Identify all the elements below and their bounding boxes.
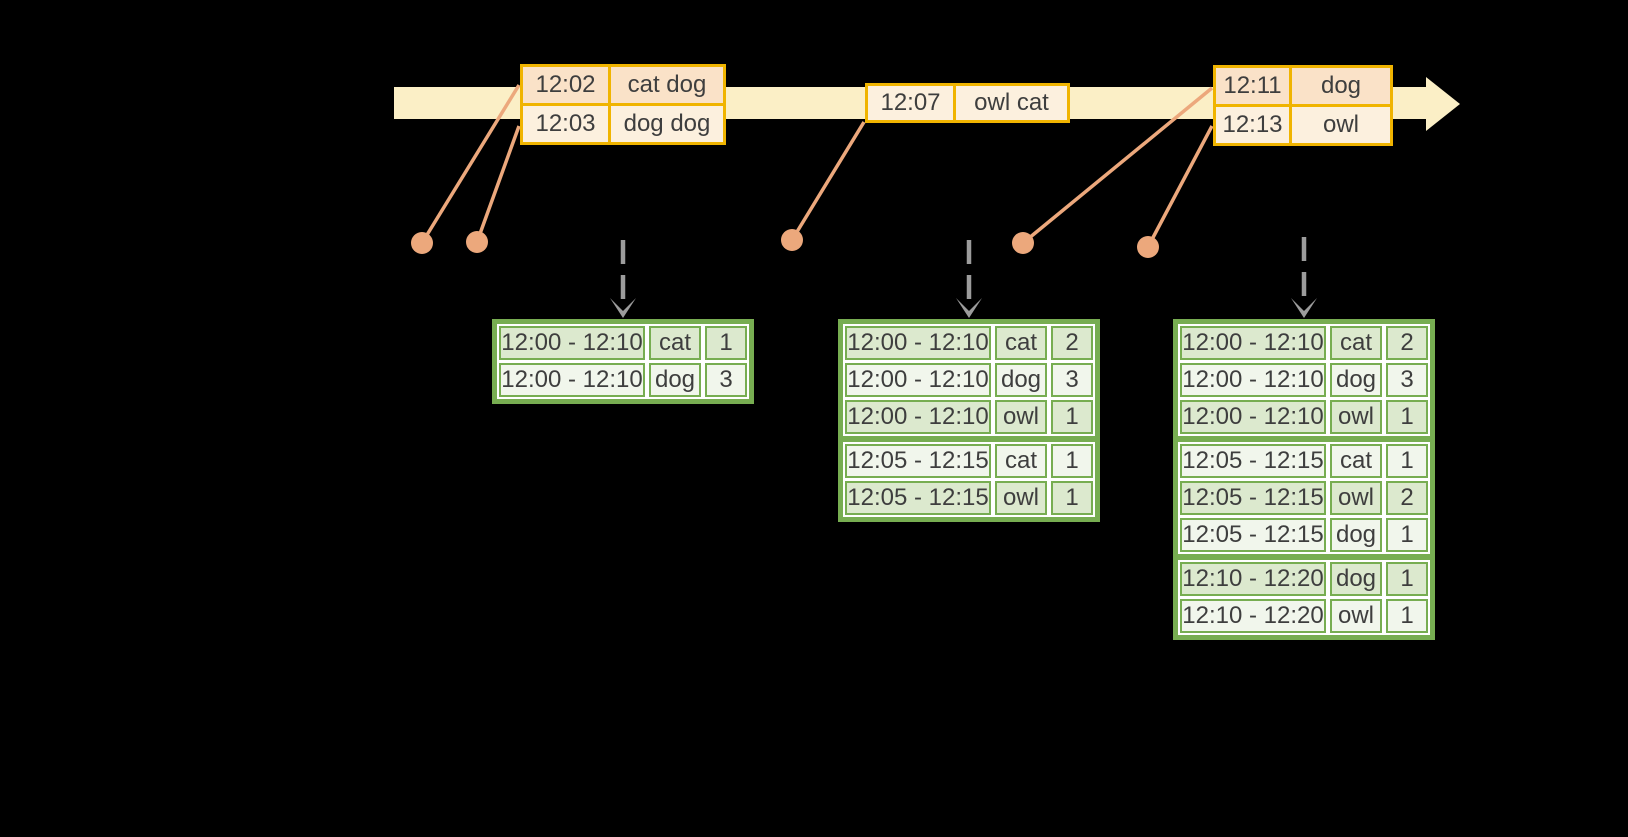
event-time-cell: 12:07 xyxy=(868,86,953,120)
window-cell: 12:00 - 12:10 xyxy=(845,363,991,397)
trigger-arrowhead-icon xyxy=(956,298,982,318)
event-time-cell: 12:02 xyxy=(523,67,608,103)
count-cell: 2 xyxy=(1051,326,1093,360)
word-cell: dog xyxy=(1330,363,1382,397)
event-connector-line xyxy=(475,125,521,243)
count-cell: 1 xyxy=(1386,518,1428,552)
window-cell: 12:00 - 12:10 xyxy=(1180,400,1326,434)
event-words-cell: cat dog xyxy=(611,67,723,103)
word-cell: owl xyxy=(995,400,1047,434)
event-dot-icon xyxy=(781,229,803,251)
event-time-cell: 12:13 xyxy=(1216,107,1289,143)
event-time-cell: 12:11 xyxy=(1216,68,1289,104)
window-cell: 12:00 - 12:10 xyxy=(845,326,991,360)
trigger-arrowhead-icon xyxy=(1291,298,1317,318)
count-cell: 1 xyxy=(1386,400,1428,434)
word-cell: cat xyxy=(995,326,1047,360)
word-cell: owl xyxy=(1330,599,1382,633)
window-cell: 12:05 - 12:15 xyxy=(1180,444,1326,478)
count-cell: 1 xyxy=(1051,400,1093,434)
event-words-cell: dog xyxy=(1292,68,1390,104)
count-cell: 1 xyxy=(1051,481,1093,515)
count-cell: 1 xyxy=(1386,562,1428,596)
event-connector-line xyxy=(1021,86,1214,245)
event-time-cell: 12:03 xyxy=(523,106,608,142)
window-cell: 12:10 - 12:20 xyxy=(1180,562,1326,596)
word-cell: cat xyxy=(649,326,701,360)
event-connector-line xyxy=(420,84,521,244)
window-cell: 12:00 - 12:10 xyxy=(845,400,991,434)
window-cell: 12:05 - 12:15 xyxy=(1180,518,1326,552)
window-group-separator xyxy=(1178,554,1430,560)
window-cell: 12:00 - 12:10 xyxy=(499,363,645,397)
word-cell: cat xyxy=(1330,326,1382,360)
window-cell: 12:00 - 12:10 xyxy=(1180,363,1326,397)
word-cell: owl xyxy=(1330,400,1382,434)
count-cell: 3 xyxy=(1051,363,1093,397)
count-cell: 1 xyxy=(705,326,747,360)
count-cell: 1 xyxy=(1386,599,1428,633)
event-connector-line xyxy=(790,121,866,241)
event-dot-icon xyxy=(1137,236,1159,258)
count-cell: 3 xyxy=(1386,363,1428,397)
window-group-separator xyxy=(843,436,1095,442)
window-group-separator xyxy=(1178,436,1430,442)
word-cell: dog xyxy=(995,363,1047,397)
count-cell: 1 xyxy=(1386,444,1428,478)
event-words-cell: owl cat xyxy=(956,86,1067,120)
trigger-arrowhead-icon xyxy=(610,298,636,318)
word-cell: dog xyxy=(1330,518,1382,552)
count-cell: 2 xyxy=(1386,481,1428,515)
timeline-arrowhead-icon xyxy=(1426,77,1460,131)
word-cell: owl xyxy=(995,481,1047,515)
event-dot-icon xyxy=(411,232,433,254)
event-dot-icon xyxy=(466,231,488,253)
window-cell: 12:05 - 12:15 xyxy=(845,481,991,515)
window-cell: 12:05 - 12:15 xyxy=(1180,481,1326,515)
count-cell: 3 xyxy=(705,363,747,397)
window-cell: 12:10 - 12:20 xyxy=(1180,599,1326,633)
event-words-cell: dog dog xyxy=(611,106,723,142)
word-cell: cat xyxy=(995,444,1047,478)
event-dot-icon xyxy=(1012,232,1034,254)
window-cell: 12:05 - 12:15 xyxy=(845,444,991,478)
word-cell: dog xyxy=(1330,562,1382,596)
event-connector-line xyxy=(1146,125,1214,248)
word-cell: dog xyxy=(649,363,701,397)
event-words-cell: owl xyxy=(1292,107,1390,143)
count-cell: 2 xyxy=(1386,326,1428,360)
window-cell: 12:00 - 12:10 xyxy=(1180,326,1326,360)
word-cell: owl xyxy=(1330,481,1382,515)
window-cell: 12:00 - 12:10 xyxy=(499,326,645,360)
word-cell: cat xyxy=(1330,444,1382,478)
count-cell: 1 xyxy=(1051,444,1093,478)
